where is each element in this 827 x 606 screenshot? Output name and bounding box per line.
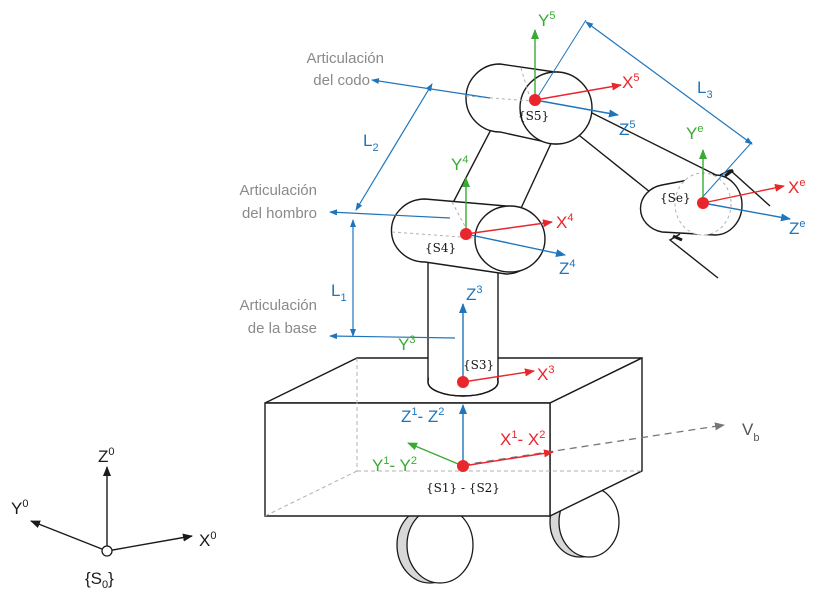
elbow-joint-label-1: Articulación (306, 50, 384, 67)
se-y-label: Ye (686, 123, 703, 143)
s3-y-label: Y3 (398, 334, 415, 354)
joint-point-s3 (457, 376, 469, 388)
origin-s0 (101, 545, 113, 557)
s3-z-label: Z3 (466, 284, 483, 304)
s4-frame-label: {S4} (425, 241, 456, 255)
se-z-label: Ze (789, 218, 806, 238)
s0-z-label: Z0 (98, 446, 115, 466)
shoulder-joint-label-1: Articulación (239, 182, 317, 199)
se-frame-label: {Se} (660, 191, 691, 205)
base-joint-label-2: de la base (248, 320, 317, 337)
s12-y-label: Y1- Y2 (372, 455, 417, 475)
s5-y-label: Y5 (538, 10, 555, 30)
shoulder-joint-label-2: del hombro (242, 205, 317, 222)
joint-point-s1-s2 (457, 460, 469, 472)
s4-z-label: Z4 (559, 258, 576, 278)
s12-frame-label: {S1} - {S2} (426, 481, 500, 495)
wheels (396, 486, 620, 584)
joint-point-s5 (529, 94, 541, 106)
s3-frame-label: {S3} (463, 358, 494, 372)
s4-y-label: Y4 (451, 154, 468, 174)
s4-x-label: X4 (556, 212, 573, 232)
length-l1: L1 (331, 281, 347, 304)
elbow-joint-label-2: del codo (313, 72, 370, 89)
joint-point-se (697, 197, 709, 209)
frame-s0-axes (30, 466, 193, 557)
s3-x-label: X3 (537, 364, 554, 384)
s12-z-label: Z1- Z2 (401, 406, 444, 426)
velocity-label: Vb (742, 420, 759, 444)
s0-y-label: Y0 (11, 498, 28, 518)
frame-s4-axes (460, 177, 566, 258)
s5-frame-label: {S5} (518, 109, 549, 123)
frame-se-axes (697, 149, 791, 222)
length-l3: L3 (697, 78, 713, 101)
velocity-arrow (462, 422, 725, 466)
s5-x-label: X5 (622, 72, 639, 92)
elbow-joint-cylinder (465, 63, 593, 145)
frame-s1-s2-axes (407, 404, 554, 472)
s0-frame-label: {S0} (85, 569, 114, 591)
length-l2: L2 (363, 131, 379, 154)
base-joint-label-1: Articulación (239, 297, 317, 314)
mobile-base-box (264, 356, 643, 518)
s5-z-label: Z5 (619, 119, 636, 139)
s0-x-label: X0 (199, 530, 216, 550)
frame-s3-axes (457, 303, 535, 388)
link-dimensions (329, 19, 753, 340)
se-x-label: Xe (788, 177, 805, 197)
joint-point-s4 (460, 228, 472, 240)
end-effector (639, 168, 771, 279)
frame-s5-axes (529, 29, 622, 118)
s12-x-label: X1- X2 (500, 429, 545, 449)
